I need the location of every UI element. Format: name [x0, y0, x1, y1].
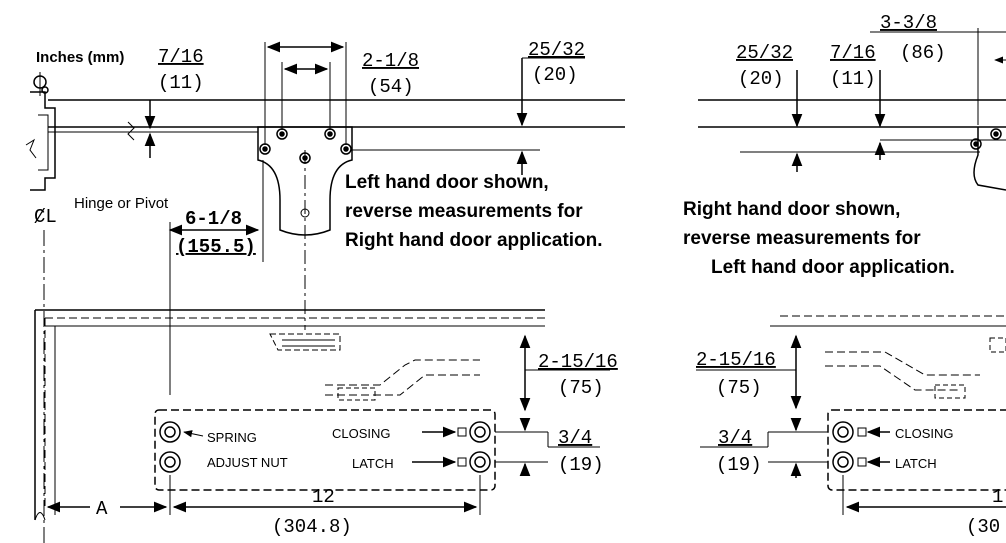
r-dim-12-partial: 1 [992, 486, 1003, 508]
dim-a: A [96, 498, 108, 520]
r-dim-20: (20) [738, 68, 784, 90]
r-dim-2-15-16: 2-15/16 [696, 349, 776, 371]
r-dim-3-3-8: 3-3/8 [880, 12, 937, 34]
note-line-2: reverse measurements for [345, 201, 583, 222]
r-dim-304-partial: (30 [966, 516, 1000, 538]
r-dim-25-32: 25/32 [736, 42, 793, 64]
spring-label: SPRING [207, 430, 257, 445]
r-note-line-3: Left hand door application. [711, 257, 955, 278]
dim-54: (54) [368, 76, 414, 98]
hinge-label: Hinge or Pivot [74, 195, 169, 212]
dim-3-4: 3/4 [558, 427, 592, 449]
dim-12: 12 [312, 486, 335, 508]
dim-2-15-16: 2-15/16 [538, 351, 618, 373]
r-dim-19: (19) [716, 454, 762, 476]
dim-75: (75) [558, 377, 604, 399]
closing-label: CLOSING [332, 426, 391, 441]
note-line-1: Left hand door shown, [345, 172, 549, 193]
left-bottom-view [34, 309, 610, 521]
r-dim-11: (11) [830, 68, 876, 90]
centerline-symbol: ȻL [34, 206, 57, 228]
r-dim-3-4: 3/4 [718, 427, 752, 449]
dim-2-1-8: 2-1/8 [362, 50, 419, 72]
r-dim-86: (86) [900, 42, 946, 64]
right-bottom-view [696, 315, 1006, 515]
left-top-view [25, 41, 625, 543]
dim-25-32: 25/32 [528, 39, 585, 61]
right-top-view [698, 28, 1006, 191]
r-dim-7-16: 7/16 [830, 42, 876, 64]
units-label: Inches (mm) [36, 49, 124, 66]
dim-20: (20) [532, 64, 578, 86]
dim-6-1-8: 6-1/8 [185, 208, 242, 230]
r-note-line-2: reverse measurements for [683, 228, 921, 249]
r-closing-label: CLOSING [895, 426, 954, 441]
r-note-line-1: Right hand door shown, [683, 199, 900, 220]
latch-label: LATCH [352, 456, 394, 471]
r-latch-label: LATCH [895, 456, 937, 471]
dim-19: (19) [558, 454, 604, 476]
dim-155-5: (155.5) [176, 236, 256, 258]
note-line-3: Right hand door application. [345, 230, 603, 251]
dim-7-16: 7/16 [158, 46, 204, 68]
adjust-nut-label: ADJUST NUT [207, 455, 288, 470]
dim-11: (11) [158, 72, 204, 94]
r-dim-75: (75) [716, 377, 762, 399]
dim-304-8: (304.8) [272, 516, 352, 538]
